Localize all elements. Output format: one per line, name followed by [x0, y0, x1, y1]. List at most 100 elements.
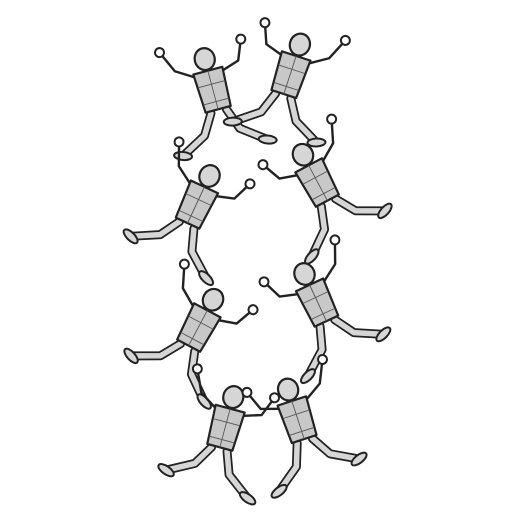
skydiver-figure: [157, 363, 281, 506]
arm: [321, 238, 337, 285]
arm: [213, 182, 252, 200]
hand: [259, 17, 271, 29]
skydiver-figures: [122, 17, 393, 506]
leg-fill: [276, 440, 300, 495]
foot: [122, 228, 139, 245]
arm: [181, 262, 196, 309]
suit-seam: [209, 408, 241, 448]
hand: [339, 34, 351, 46]
foot: [157, 463, 175, 478]
arm: [304, 358, 324, 402]
foot: [377, 202, 393, 220]
hand: [153, 47, 165, 59]
skydiver-figure: [123, 258, 259, 410]
hand: [316, 353, 328, 365]
suit-seam: [178, 186, 212, 224]
leg: [274, 438, 302, 496]
hand: [241, 386, 253, 398]
skydiver-figure: [257, 113, 393, 265]
foot: [123, 347, 139, 365]
head: [198, 164, 221, 188]
hand: [329, 234, 341, 246]
suit-seam: [282, 400, 315, 440]
skydiver-figure: [122, 136, 256, 287]
leg-fill: [224, 448, 251, 501]
leg-fill: [223, 106, 271, 143]
hand: [257, 159, 269, 171]
foot: [299, 368, 316, 385]
arm: [320, 117, 335, 164]
arm: [215, 308, 255, 325]
torso: [294, 277, 340, 328]
torso: [174, 179, 220, 230]
arm: [240, 396, 276, 418]
hand: [269, 392, 281, 404]
foot: [270, 483, 288, 499]
head: [288, 32, 312, 57]
arm: [158, 51, 198, 80]
head: [222, 385, 245, 410]
leg: [222, 446, 253, 503]
hand: [178, 258, 190, 270]
leg-fill: [127, 218, 183, 240]
leg-fill: [189, 225, 209, 281]
head: [291, 142, 315, 167]
foot: [306, 137, 327, 148]
foot: [222, 116, 243, 127]
hand: [235, 33, 247, 45]
arm: [262, 280, 301, 298]
hand: [326, 113, 338, 125]
leg-fill: [309, 203, 328, 260]
skydiver-figure: [153, 33, 278, 162]
skydiver-figure: [222, 17, 351, 148]
torso: [294, 157, 340, 208]
suit-seam: [302, 284, 336, 322]
leg-fill: [128, 340, 184, 359]
leg-fill: [288, 95, 320, 146]
torso: [176, 302, 222, 353]
hand: [244, 178, 256, 190]
skydiver-figure: [258, 234, 392, 385]
foot: [173, 150, 194, 162]
arm: [245, 391, 282, 411]
head: [193, 47, 216, 72]
leg-fill: [163, 444, 215, 473]
foot: [198, 270, 215, 287]
arm: [177, 140, 193, 187]
leg: [178, 108, 216, 161]
suit-seam: [302, 165, 336, 201]
arm: [220, 37, 242, 73]
torso: [270, 50, 312, 100]
hand: [191, 363, 203, 375]
leg-fill: [331, 316, 387, 338]
torso: [276, 395, 318, 445]
hand: [258, 276, 270, 288]
hand: [173, 136, 185, 148]
suit-seam: [197, 70, 229, 110]
leg-fill: [305, 323, 325, 379]
leg-fill: [230, 90, 279, 125]
head: [201, 287, 225, 312]
leg-fill: [332, 195, 388, 214]
leg: [286, 93, 321, 147]
head: [293, 262, 316, 286]
torso: [206, 403, 246, 452]
foot: [375, 326, 392, 343]
arm: [263, 21, 284, 57]
arm: [261, 163, 301, 180]
head: [276, 377, 300, 402]
arm: [196, 367, 218, 411]
suit-seam: [180, 310, 214, 346]
leg-fill: [188, 348, 207, 405]
leg-fill: [309, 435, 362, 462]
foot: [257, 134, 278, 145]
hand: [247, 304, 259, 316]
suit-seam: [273, 55, 306, 95]
leg-fill: [180, 110, 214, 159]
skydiver-figure: [241, 353, 368, 499]
foot: [238, 491, 257, 506]
arm: [306, 39, 347, 66]
torso: [192, 65, 232, 114]
foot: [350, 451, 368, 467]
